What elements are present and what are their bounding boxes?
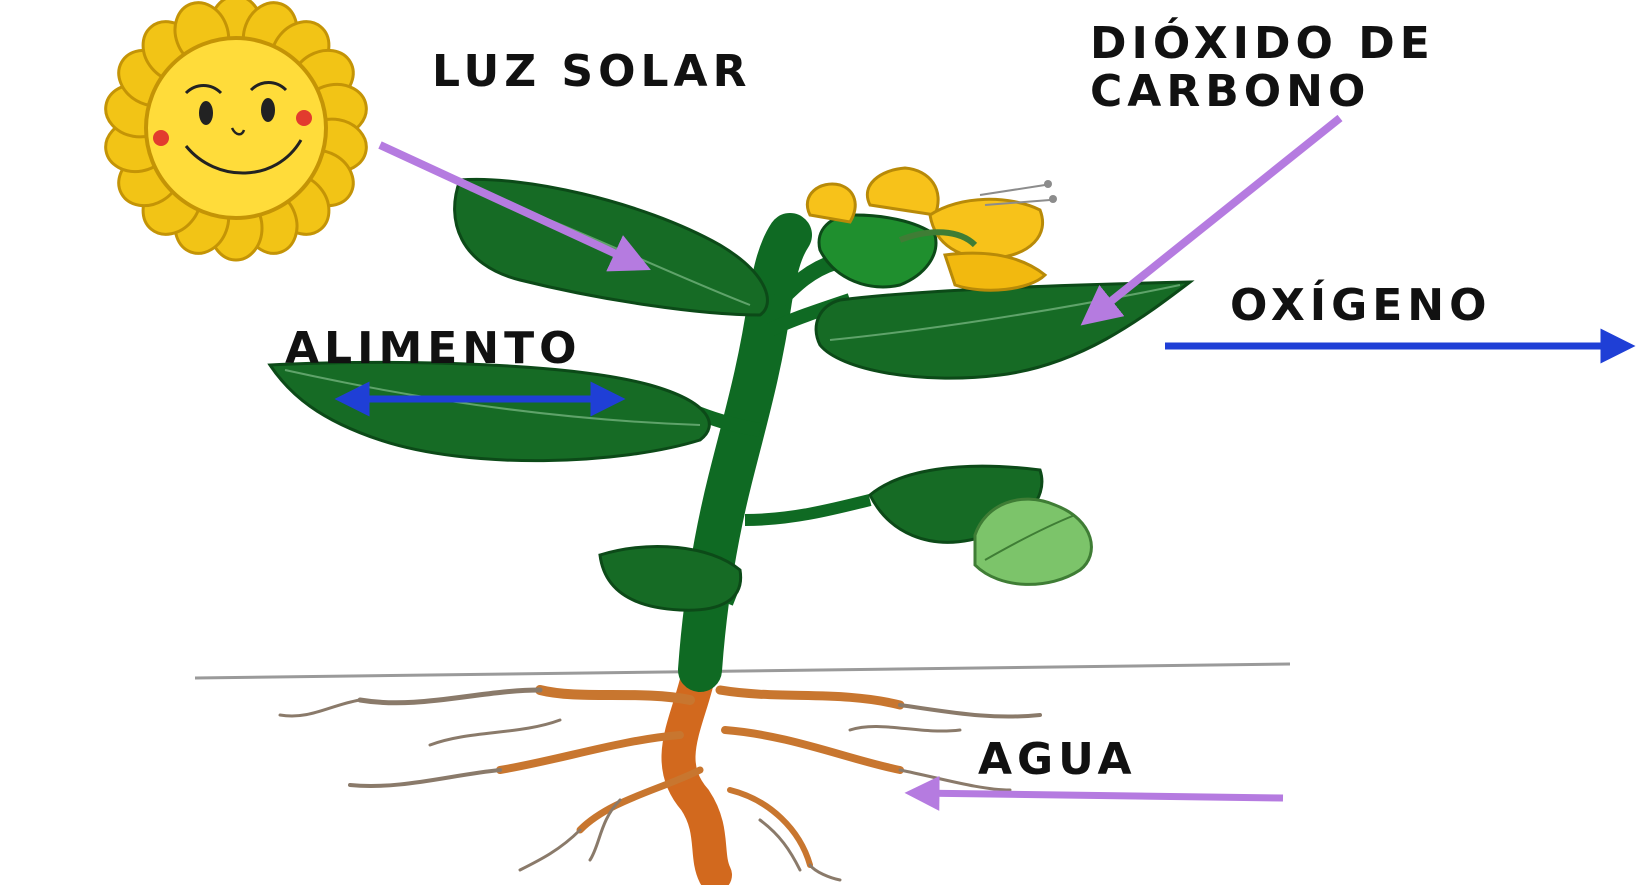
roots-icon [278,651,1042,885]
flower-icon [805,166,1057,292]
label-sunlight: LUZ SOLAR [432,46,752,97]
label-water: AGUA [978,734,1137,785]
label-carbon-dioxide-line1: DIÓXIDO DE [1090,18,1435,69]
sun-icon [104,0,368,262]
label-carbon-dioxide-line2: CARBONO [1090,66,1371,118]
water-arrow [904,775,1284,811]
label-carbon-dioxide: DIÓXIDO DE CARBONO [1090,18,1435,118]
sunlight-arrow [378,141,651,272]
plant-icon [267,177,1195,692]
leaf [814,280,1195,380]
ground-line [194,662,1291,680]
leaf [973,497,1093,586]
leaf [267,360,711,463]
carbon-dioxide-arrow [1080,114,1343,326]
label-oxygen: OXÍGENO [1230,280,1492,331]
leaf [598,545,743,612]
label-food: ALIMENTO [285,323,582,374]
